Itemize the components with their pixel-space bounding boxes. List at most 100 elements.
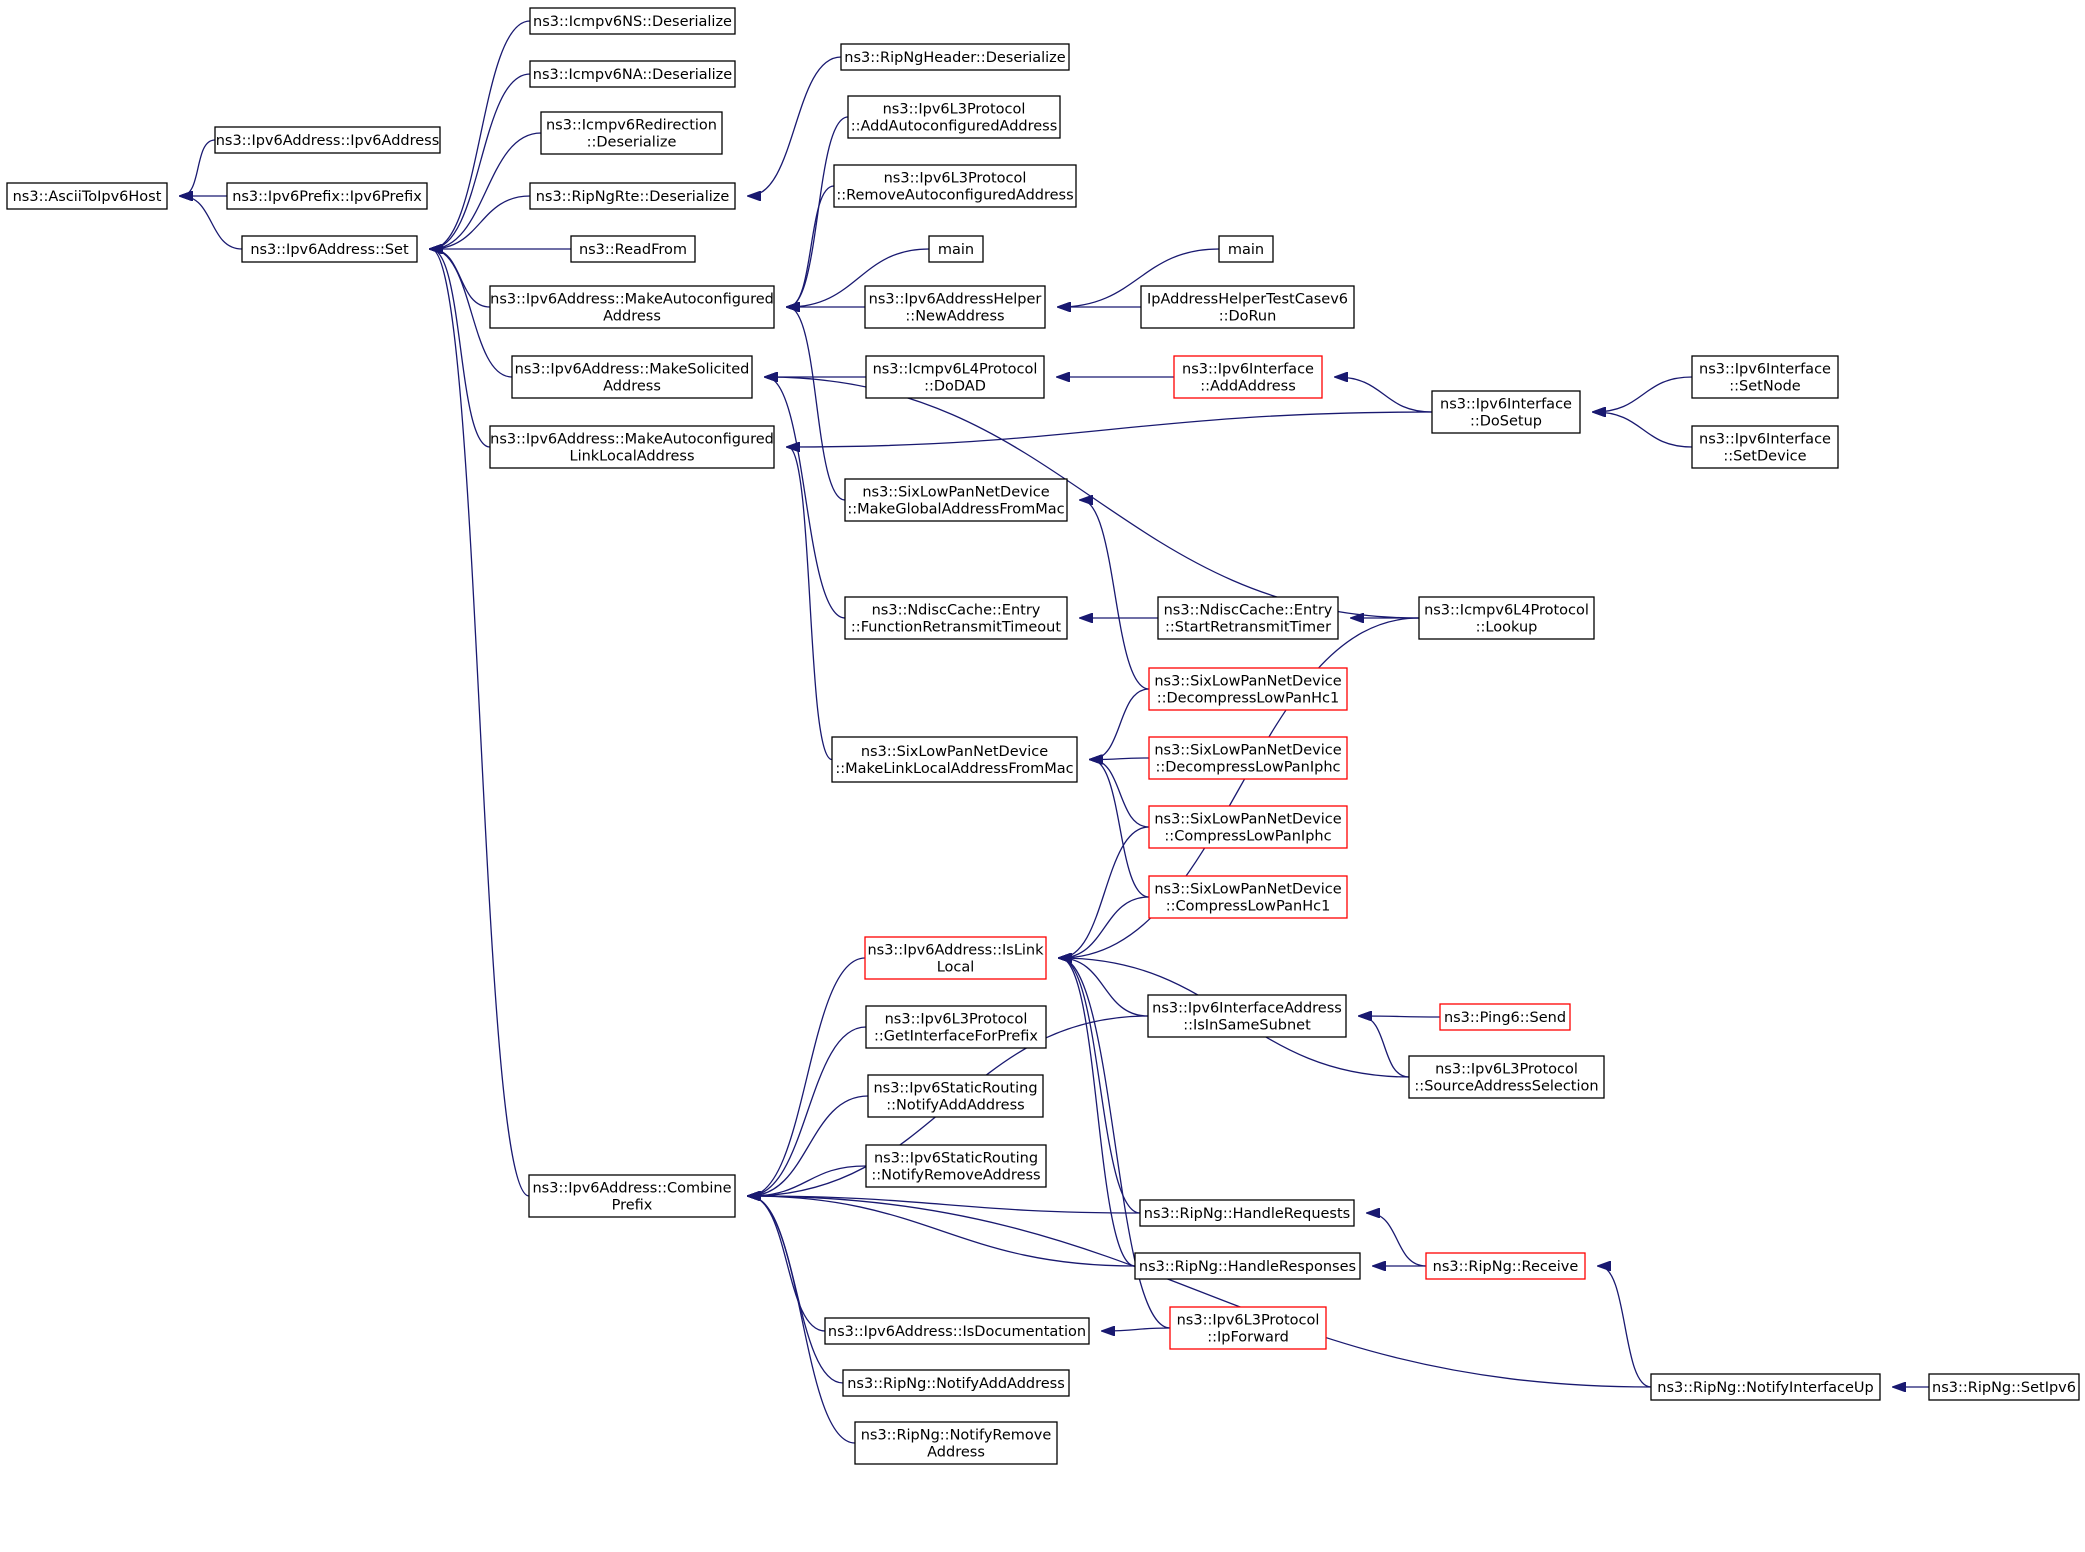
node-setIpv6[interactable]: ns3::RipNg::SetIpv6 (1928, 1373, 2080, 1401)
node-box (840, 43, 1070, 71)
node-label: ns3::Icmpv6Redirection (546, 118, 717, 134)
node-box (1173, 355, 1323, 399)
node-compHc1[interactable]: ns3::SixLowPanNetDevice::CompressLowPanH… (1148, 875, 1348, 919)
node-label: ns3::RipNg::HandleResponses (1139, 1259, 1356, 1275)
node-ripNotifyRem[interactable]: ns3::RipNg::NotifyRemoveAddress (854, 1421, 1058, 1465)
edge-makeLLMac-to-compIphc (1091, 760, 1150, 828)
node-label: ns3::Ipv6Address::MakeAutoconfigured (490, 432, 774, 448)
node-isDoc[interactable]: ns3::Ipv6Address::IsDocumentation (824, 1317, 1090, 1345)
node-label: ::DecompressLowPanHc1 (1157, 691, 1340, 707)
node-root[interactable]: ns3::AsciiToIpv6Host (6, 182, 168, 210)
node-funcRetrans[interactable]: ns3::NdiscCache::Entry::FunctionRetransm… (844, 596, 1068, 640)
node-decIphc[interactable]: ns3::SixLowPanNetDevice::DecompressLowPa… (1148, 736, 1348, 780)
edge-makeAuto-to-makeGlobal (788, 307, 846, 501)
node-main2[interactable]: main (1218, 235, 1274, 263)
edge-set-to-makeLL (431, 249, 491, 448)
node-srNotifyAdd[interactable]: ns3::Ipv6StaticRouting::NotifyAddAddress (867, 1074, 1044, 1118)
node-ifAddAddr[interactable]: ns3::Ipv6Interface::AddAddress (1173, 355, 1323, 399)
node-box (241, 235, 418, 263)
edge-combine-to-srNotifyAdd (749, 1095, 869, 1196)
node-box (844, 596, 1068, 640)
node-naDeser[interactable]: ns3::Icmpv6NA::Deserialize (529, 60, 736, 88)
node-label: ::CompressLowPanHc1 (1166, 899, 1331, 915)
node-readFrom[interactable]: ns3::ReadFrom (570, 235, 696, 263)
node-label: ::GetInterfaceForPrefix (874, 1029, 1038, 1045)
node-doSetup[interactable]: ns3::Ipv6Interface::DoSetup (1431, 390, 1581, 434)
node-box (529, 60, 736, 88)
node-helperTest[interactable]: IpAddressHelperTestCasev6::DoRun (1140, 285, 1355, 329)
node-box (1140, 285, 1355, 329)
node-srcSel[interactable]: ns3::Ipv6L3Protocol::SourceAddressSelect… (1408, 1055, 1605, 1099)
node-label: ns3::NdiscCache::Entry (872, 603, 1041, 619)
node-startRetrans[interactable]: ns3::NdiscCache::Entry::StartRetransmitT… (1157, 596, 1339, 640)
node-compIphc[interactable]: ns3::SixLowPanNetDevice::CompressLowPanI… (1148, 805, 1348, 849)
node-rteDeser[interactable]: ns3::RipNgRte::Deserialize (529, 182, 736, 210)
node-notifyUp[interactable]: ns3::RipNg::NotifyInterfaceUp (1650, 1373, 1881, 1401)
node-hdrDeser[interactable]: ns3::RipNgHeader::Deserialize (840, 43, 1070, 71)
node-box (1218, 235, 1274, 263)
node-setDevice[interactable]: ns3::Ipv6Interface::SetDevice (1691, 425, 1839, 469)
node-setNode[interactable]: ns3::Ipv6Interface::SetNode (1691, 355, 1839, 399)
node-box (1148, 805, 1348, 849)
node-label: ns3::Icmpv6NA::Deserialize (533, 67, 733, 83)
edge-combine-to-isLL (749, 957, 866, 1196)
node-label: ns3::Icmpv6L4Protocol (873, 362, 1038, 378)
node-box (489, 425, 775, 469)
node-label: Address (603, 309, 661, 325)
node-isSame[interactable]: ns3::Ipv6InterfaceAddress::IsInSameSubne… (1147, 994, 1347, 1038)
node-label: ::IsInSameSubnet (1183, 1018, 1311, 1034)
node-remAuto[interactable]: ns3::Ipv6L3Protocol::RemoveAutoconfigure… (833, 164, 1077, 208)
node-box (842, 1369, 1070, 1397)
node-box (489, 285, 775, 329)
edge-handleReq-to-receive (1368, 1213, 1427, 1267)
node-decHc1[interactable]: ns3::SixLowPanNetDevice::DecompressLowPa… (1148, 667, 1348, 711)
edge-isLL-to-compHc1 (1060, 896, 1150, 958)
node-label: ns3::RipNg::NotifyRemove (861, 1428, 1052, 1444)
node-redirDeser[interactable]: ns3::Icmpv6Redirection::Deserialize (540, 111, 723, 155)
node-pingSend[interactable]: ns3::Ping6::Send (1439, 1003, 1571, 1031)
node-label: ::Lookup (1476, 620, 1538, 636)
node-label: ns3::Ipv6Address::IsLink (867, 943, 1044, 959)
node-lookup[interactable]: ns3::Icmpv6L4Protocol::Lookup (1418, 596, 1595, 640)
node-label: ns3::RipNg::HandleRequests (1144, 1206, 1350, 1222)
edge-combine-to-getIfPref (749, 1026, 867, 1196)
node-handleReq[interactable]: ns3::RipNg::HandleRequests (1139, 1199, 1355, 1227)
node-makeLL[interactable]: ns3::Ipv6Address::MakeAutoconfiguredLink… (489, 425, 775, 469)
node-getIfPref[interactable]: ns3::Ipv6L3Protocol::GetInterfaceForPref… (865, 1005, 1047, 1049)
node-box (6, 182, 168, 210)
node-ipForward[interactable]: ns3::Ipv6L3Protocol::IpForward (1169, 1306, 1327, 1350)
edge-receive-to-notifyUp (1599, 1266, 1652, 1388)
node-ripNotifyAdd[interactable]: ns3::RipNg::NotifyAddAddress (842, 1369, 1070, 1397)
node-receive[interactable]: ns3::RipNg::Receive (1425, 1252, 1586, 1280)
node-box (824, 1317, 1090, 1345)
node-nsDeser[interactable]: ns3::Icmpv6NS::Deserialize (529, 7, 736, 35)
node-box (844, 478, 1068, 522)
node-prefixCtor[interactable]: ns3::Ipv6Prefix::Ipv6Prefix (226, 182, 428, 210)
edge-makeAuto-to-remAuto (788, 185, 835, 307)
node-newAddr[interactable]: ns3::Ipv6AddressHelper::NewAddress (864, 285, 1046, 329)
node-label: ::DecompressLowPanIphc (1155, 760, 1340, 776)
node-main1[interactable]: main (928, 235, 984, 263)
node-handleResp[interactable]: ns3::RipNg::HandleResponses (1134, 1252, 1361, 1280)
node-doDAD[interactable]: ns3::Icmpv6L4Protocol::DoDAD (865, 355, 1045, 399)
node-label: ns3::SixLowPanNetDevice (1154, 882, 1341, 898)
node-label: ns3::NdiscCache::Entry (1164, 603, 1333, 619)
node-box (867, 1074, 1044, 1118)
node-label: Address (927, 1445, 985, 1461)
node-addAuto[interactable]: ns3::Ipv6L3Protocol::AddAutoconfiguredAd… (847, 95, 1061, 139)
edge-combine-to-notifyUp (749, 1196, 1652, 1388)
node-makeAuto[interactable]: ns3::Ipv6Address::MakeAutoconfiguredAddr… (489, 285, 775, 329)
node-box (1169, 1306, 1327, 1350)
node-makeLLMac[interactable]: ns3::SixLowPanNetDevice::MakeLinkLocalAd… (831, 736, 1078, 783)
node-label: ::DoRun (1219, 309, 1277, 325)
node-makeGlobal[interactable]: ns3::SixLowPanNetDevice::MakeGlobalAddre… (844, 478, 1068, 522)
node-set[interactable]: ns3::Ipv6Address::Set (241, 235, 418, 263)
node-addrCtor[interactable]: ns3::Ipv6Address::Ipv6Address (214, 126, 441, 154)
node-box (214, 126, 441, 154)
edge-isLL-to-lookup (1060, 617, 1420, 958)
node-srNotifyRem[interactable]: ns3::Ipv6StaticRouting::NotifyRemoveAddr… (865, 1144, 1047, 1188)
node-label: main (1228, 242, 1264, 258)
